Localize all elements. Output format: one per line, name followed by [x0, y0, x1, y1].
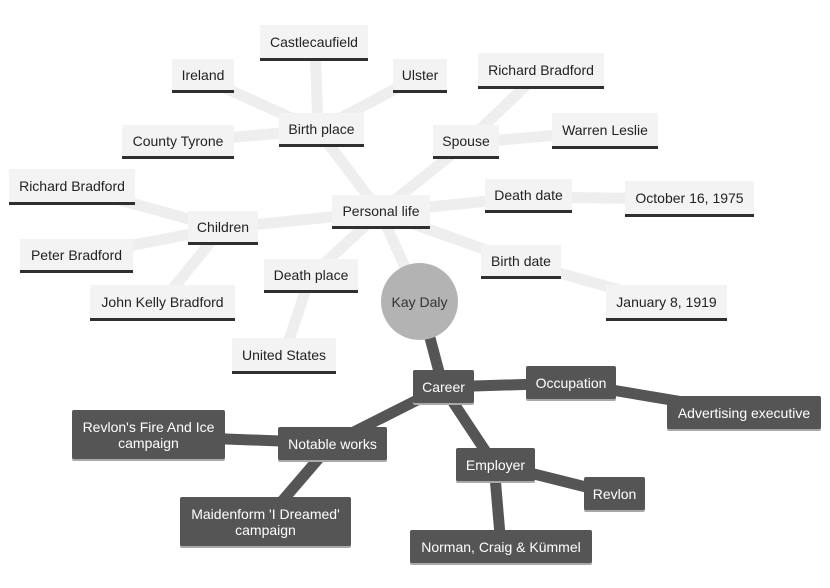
personal-life-node[interactable]: Personal life: [332, 195, 430, 229]
children-node[interactable]: Children: [188, 211, 258, 245]
child-john-kelly-bradford[interactable]: John Kelly Bradford: [90, 285, 235, 321]
death-date-node[interactable]: Death date: [485, 179, 572, 213]
child-peter-bradford[interactable]: Peter Bradford: [20, 239, 133, 273]
spouse-richard-bradford[interactable]: Richard Bradford: [478, 53, 604, 89]
notable-work-revlon-fire-and-ice[interactable]: Revlon's Fire And Ice campaign: [72, 410, 225, 459]
birth-place-county-tyrone[interactable]: County Tyrone: [122, 125, 234, 159]
birth-date-node[interactable]: Birth date: [481, 245, 561, 279]
child-richard-bradford[interactable]: Richard Bradford: [9, 169, 135, 205]
birth-place-node[interactable]: Birth place: [279, 113, 364, 147]
death-place-node[interactable]: Death place: [264, 259, 358, 293]
occupation-node[interactable]: Occupation: [526, 366, 616, 399]
employer-node[interactable]: Employer: [456, 448, 535, 481]
spouse-warren-leslie[interactable]: Warren Leslie: [552, 113, 658, 149]
career-node[interactable]: Career: [413, 370, 474, 403]
notable-work-maidenform[interactable]: Maidenform 'I Dreamed' campaign: [180, 497, 351, 546]
birth-place-castlecaufield[interactable]: Castlecaufield: [260, 25, 368, 61]
notable-works-node[interactable]: Notable works: [278, 427, 387, 460]
spouse-node[interactable]: Spouse: [433, 125, 499, 159]
death-date-value[interactable]: October 16, 1975: [625, 181, 754, 217]
birth-place-ireland[interactable]: Ireland: [172, 59, 234, 93]
occupation-value[interactable]: Advertising executive: [667, 396, 821, 429]
birth-date-value[interactable]: January 8, 1919: [606, 285, 727, 321]
employer-norman-craig-kummel[interactable]: Norman, Craig & Kümmel: [410, 530, 592, 563]
death-place-value[interactable]: United States: [232, 338, 336, 374]
birth-place-ulster[interactable]: Ulster: [393, 59, 447, 93]
center-node[interactable]: Kay Daly: [381, 263, 458, 340]
employer-revlon[interactable]: Revlon: [584, 477, 645, 510]
